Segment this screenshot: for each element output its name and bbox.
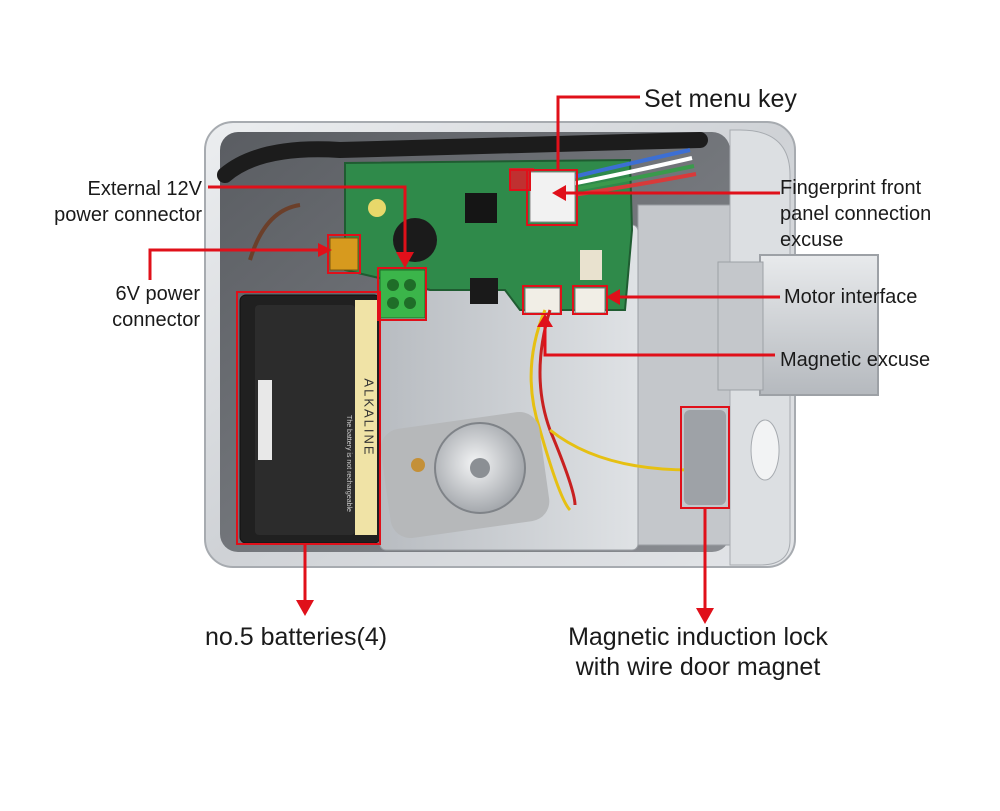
label-6v-line1: 6V power	[115, 283, 201, 305]
ribbon-socket	[580, 250, 602, 280]
magnet-wire	[549, 428, 691, 472]
box-magnetic-excuse	[522, 285, 562, 315]
arrow-12v	[396, 252, 414, 268]
box-set-menu-key	[526, 169, 578, 226]
chip	[465, 193, 497, 223]
fingerprint-cable	[529, 148, 697, 223]
box-batteries	[236, 291, 381, 545]
label-external-12v: External 12V power connector	[22, 176, 202, 228]
label-fingerprint-line3: excuse	[780, 229, 844, 251]
box-12v	[377, 267, 427, 321]
box-6v	[327, 234, 361, 274]
leader-6v	[148, 248, 318, 280]
label-induction-lock: Magnetic induction lock with wire door m…	[548, 622, 848, 682]
leader-magnetic-excuse	[543, 327, 775, 357]
arrow-motor	[606, 289, 620, 305]
dc-motor	[380, 411, 550, 539]
label-external-12v-line1: External 12V	[87, 178, 202, 200]
leader-12v	[208, 185, 407, 252]
motor-wire-red	[538, 309, 577, 506]
motor-wire-yellow	[529, 309, 572, 512]
12v-terminal-block	[379, 269, 426, 319]
label-magnetic-excuse: Magnetic excuse	[780, 349, 931, 371]
leader-set-menu-key	[556, 95, 640, 170]
battery-pack	[239, 294, 381, 544]
arrowheads	[296, 185, 714, 624]
box-motor	[572, 285, 608, 315]
label-batteries: no.5 batteries(4)	[205, 623, 388, 651]
label-set-menu-key: Set menu key	[644, 85, 797, 113]
arrow-fingerprint	[552, 185, 566, 201]
box-fingerprint	[509, 169, 531, 191]
cylinder-hole	[750, 419, 780, 481]
arrow-6v	[318, 243, 332, 257]
label-motor-interface: Motor interface	[784, 286, 918, 308]
magnet-sensor	[684, 410, 726, 505]
motor-socket	[574, 287, 606, 314]
label-induction-lock-line1: Magnetic induction lock	[568, 623, 828, 651]
label-6v: 6V power connector	[40, 281, 200, 333]
label-external-12v-line2: power connector	[54, 204, 202, 226]
label-fingerprint-line2: panel connection	[780, 203, 932, 225]
label-induction-lock-line2: with wire door magnet	[575, 653, 821, 681]
cable-harness	[217, 132, 708, 183]
capacitor	[368, 199, 386, 217]
regulator	[470, 278, 498, 304]
battery-brand-text: ALKALINE	[361, 378, 377, 457]
label-fingerprint: Fingerprint front panel connection excus…	[780, 175, 931, 253]
6v-connector-plug	[329, 237, 359, 271]
label-fingerprint-line1: Fingerprint front	[780, 177, 922, 199]
label-6v-line2: connector	[112, 309, 200, 331]
lock-bolt	[717, 254, 879, 396]
arrow-batteries	[296, 600, 314, 616]
arrow-magnetic-excuse	[537, 314, 553, 327]
battery-warning-text: The battery is not rechargeable	[344, 415, 352, 512]
leader-lines	[148, 95, 780, 608]
arrow-magnet-lock	[696, 608, 714, 624]
magnetic-excuse-socket	[524, 287, 561, 314]
